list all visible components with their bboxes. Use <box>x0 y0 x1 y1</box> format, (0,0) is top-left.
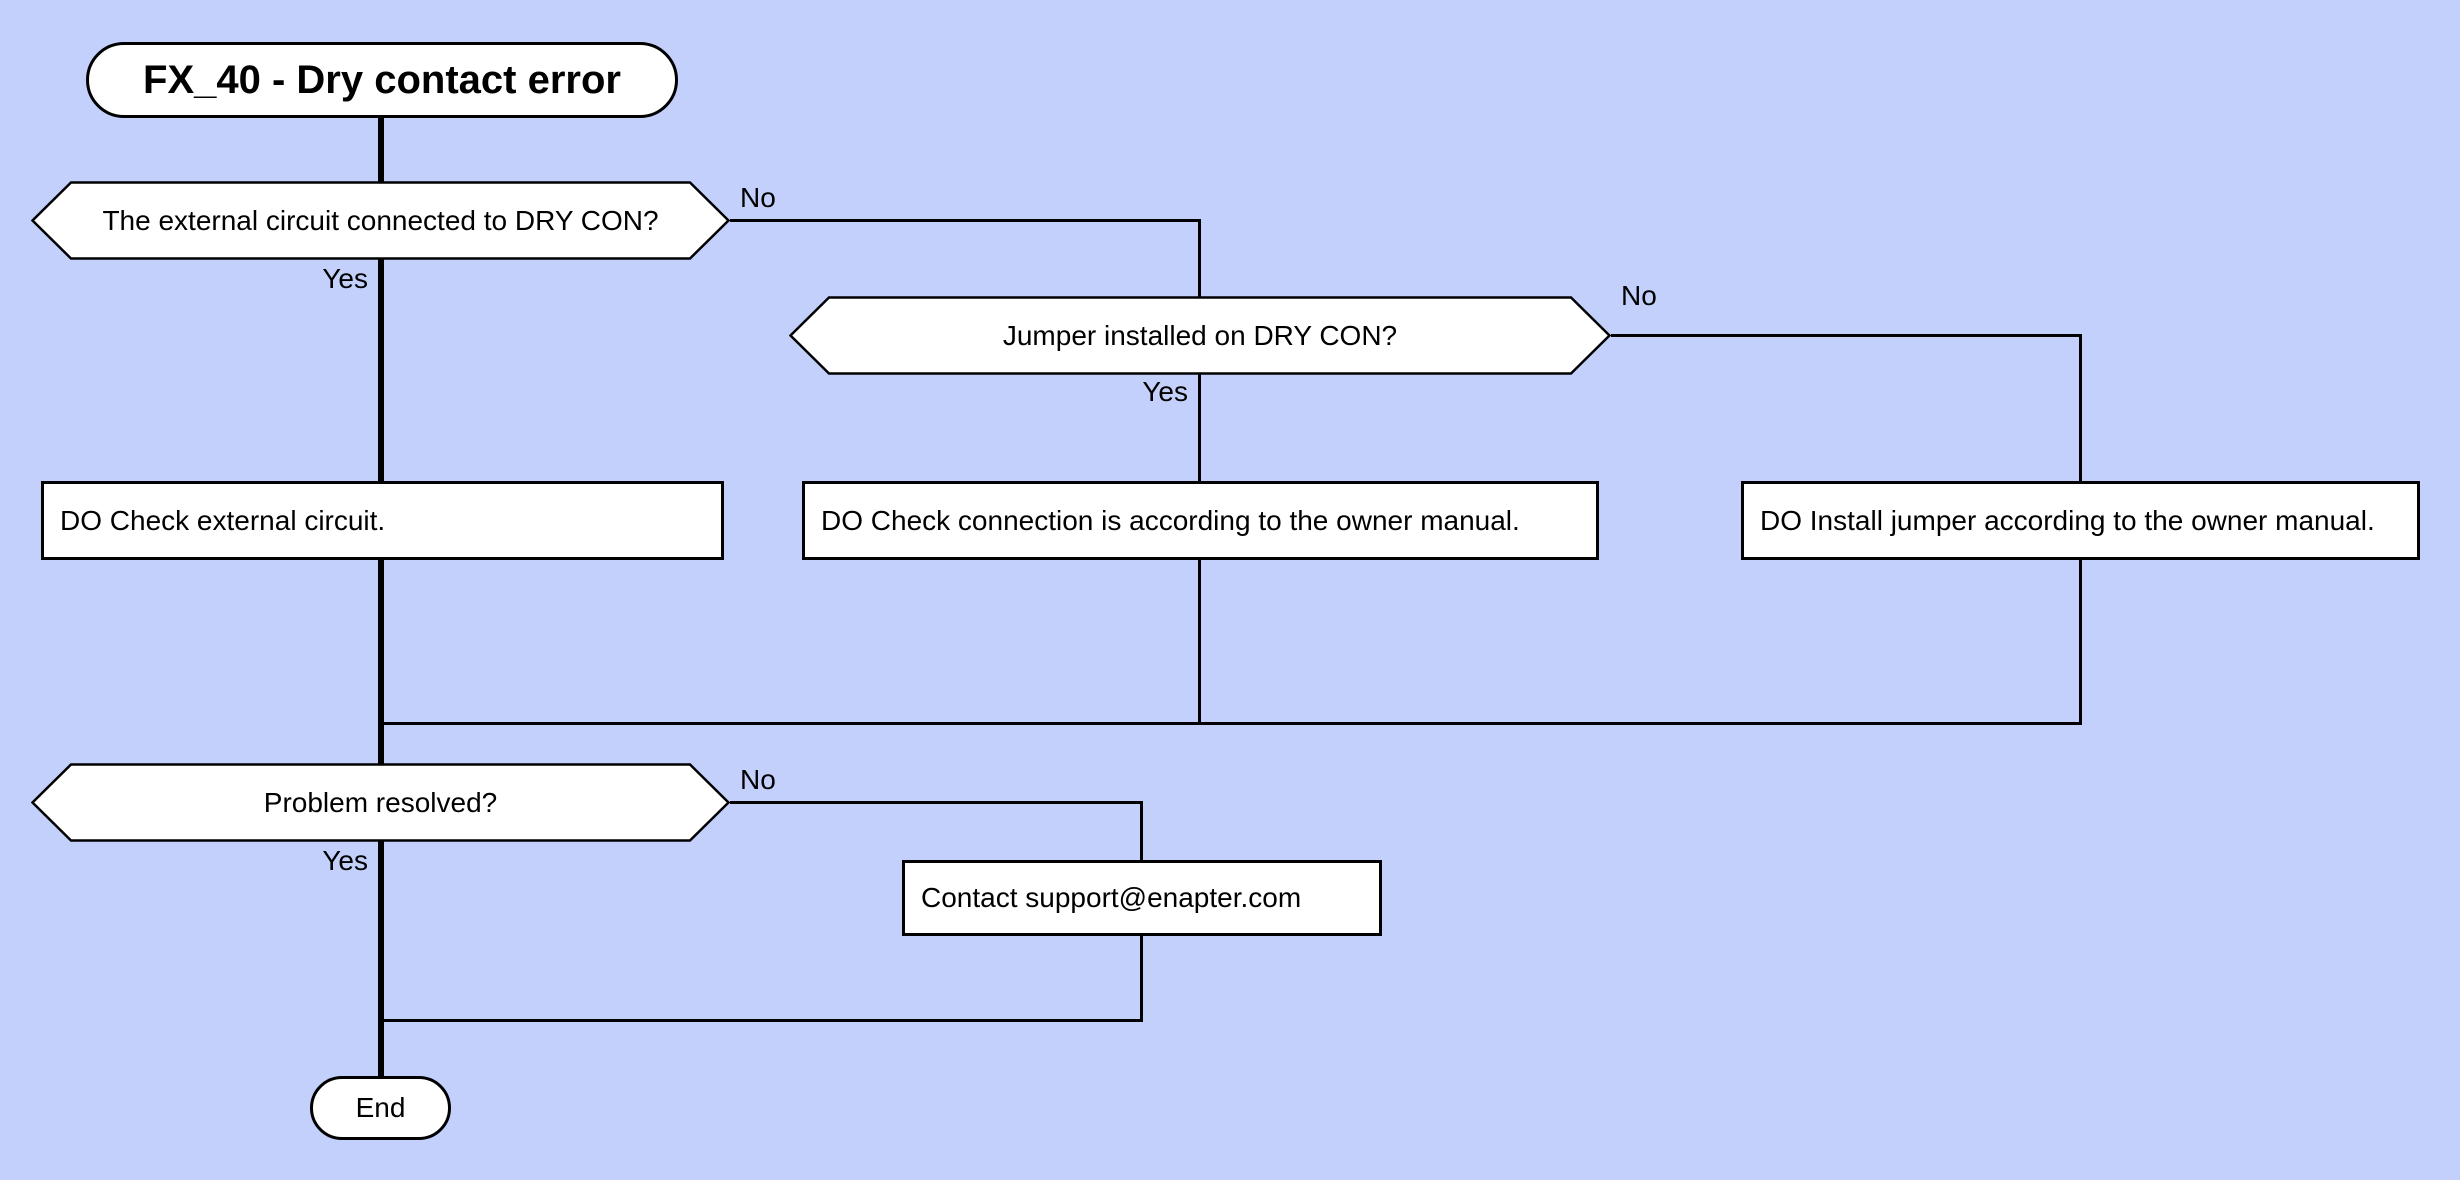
decision-text: Jumper installed on DRY CON? <box>1002 319 1398 351</box>
label-q2-no: No <box>1621 280 1657 311</box>
terminator-end: End <box>310 1076 451 1140</box>
process-check-connection: DO Check connection is according to the … <box>802 481 1599 560</box>
edge-contact-return-horizontal <box>378 1019 1143 1022</box>
label-q3-yes: Yes <box>322 845 368 876</box>
decision-text: Problem resolved? <box>263 786 498 818</box>
decision-text: The external circuit connected to DRY CO… <box>102 204 659 236</box>
label-q2-yes: Yes <box>1142 376 1188 407</box>
hexagon-shape <box>789 296 1611 375</box>
hexagon-shape <box>31 763 730 842</box>
title-node: FX_40 - Dry contact error <box>86 42 678 118</box>
process-contact-support: Contact support@enapter.com <box>902 860 1382 936</box>
edge-merge-horizontal <box>378 722 2082 725</box>
hexagon-shape <box>31 181 730 260</box>
decision-external-circuit-connected: The external circuit connected to DRY CO… <box>31 181 730 260</box>
process-text: DO Install jumper according to the owner… <box>1760 504 2375 536</box>
process-text: DO Check external circuit. <box>60 504 386 536</box>
label-q3-no: No <box>740 764 776 795</box>
terminator-text: End <box>355 1092 406 1124</box>
edge-main-spine <box>378 116 384 1080</box>
process-install-jumper: DO Install jumper according to the owner… <box>1741 481 2420 560</box>
process-text: DO Check connection is according to the … <box>821 504 1520 536</box>
label-q1-yes: Yes <box>322 263 368 294</box>
edge-q1-no-horizontal <box>730 219 1201 222</box>
edge-q2-no-horizontal <box>1611 334 2081 337</box>
process-text: Contact support@enapter.com <box>921 882 1302 914</box>
edge-q1-no-vertical <box>1198 219 1201 725</box>
label-q1-no: No <box>740 182 776 213</box>
decision-problem-resolved: Problem resolved? <box>31 763 730 842</box>
title-text: FX_40 - Dry contact error <box>143 58 621 102</box>
edge-q3-no-horizontal <box>730 801 1143 804</box>
decision-jumper-installed: Jumper installed on DRY CON? <box>789 296 1611 375</box>
process-check-external-circuit: DO Check external circuit. <box>41 481 724 560</box>
